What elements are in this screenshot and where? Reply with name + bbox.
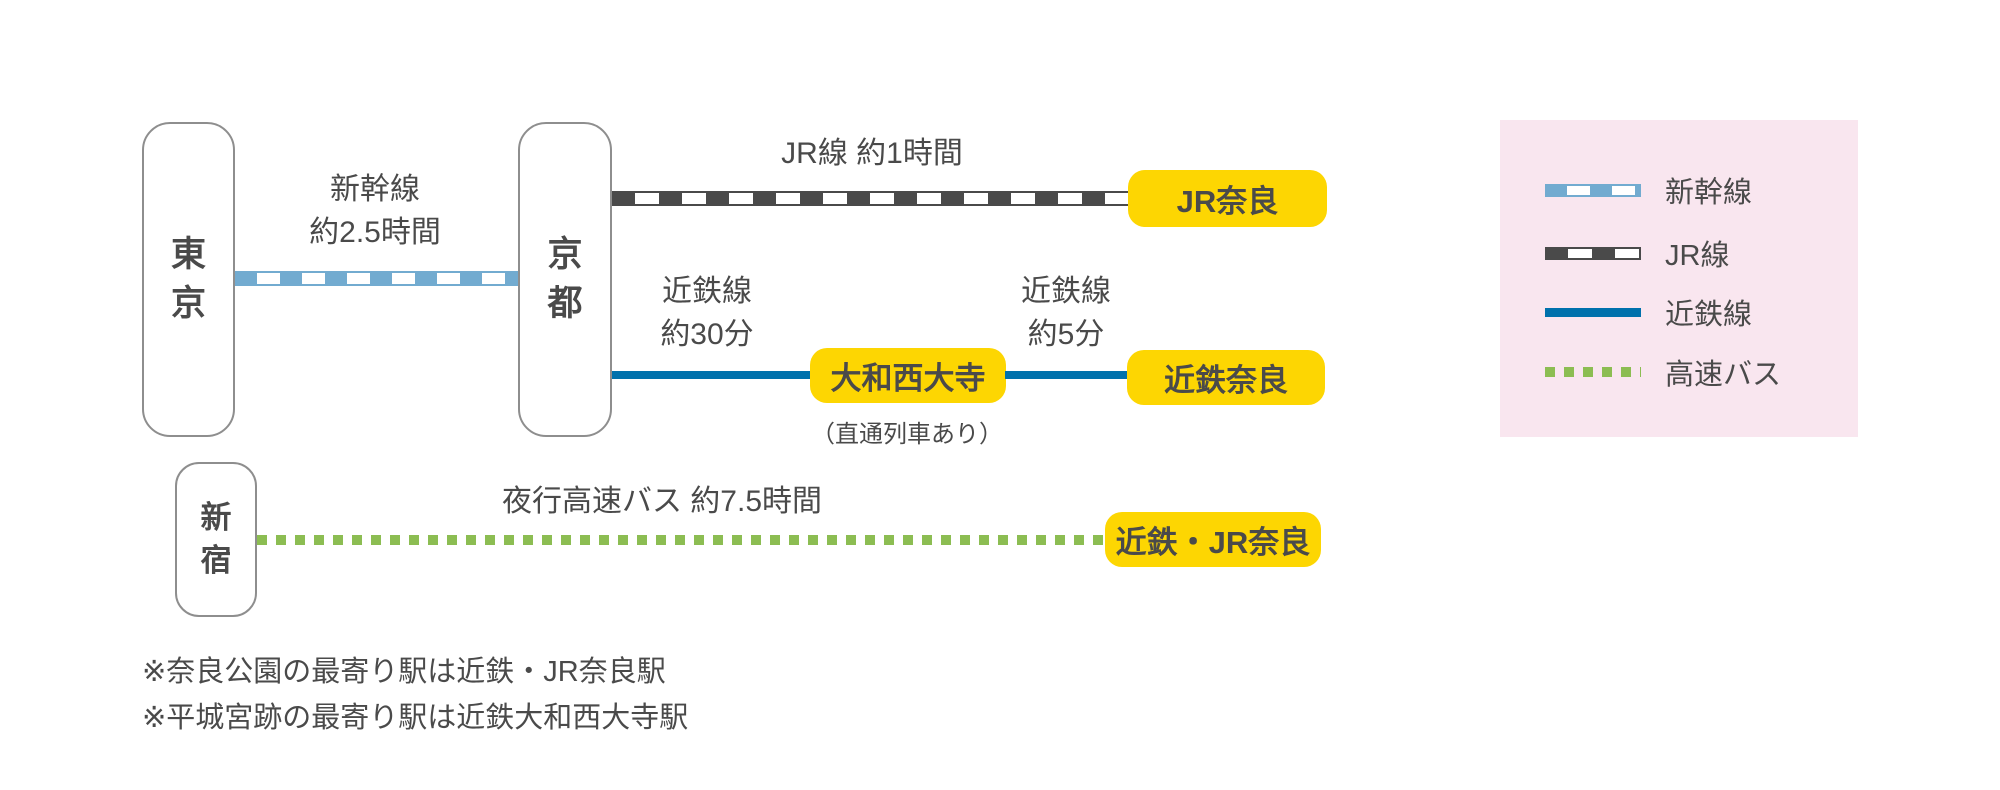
- destination-badge-kintetsu-nara: 近鉄奈良: [1127, 350, 1325, 405]
- destination-badge-yamato-saidaiji: 大和西大寺: [810, 348, 1006, 403]
- legend-label-kintetsu: 近鉄線: [1665, 299, 1753, 331]
- footnote-nara-park: ※奈良公園の最寄り駅は近鉄・JR奈良駅: [142, 656, 666, 688]
- kintetsu2-duration: 約5分: [1027, 318, 1105, 351]
- legend-row-kintetsu: 近鉄線: [1545, 297, 1752, 331]
- station-box-kyoto: 京都: [518, 122, 612, 437]
- footnotes: ※奈良公園の最寄り駅は近鉄・JR奈良駅 ※平城宮跡の最寄り駅は近鉄大和西大寺駅: [142, 649, 688, 741]
- direct-train-note: （直通列車あり）: [811, 421, 1003, 448]
- destination-badge-kintetsu-jr-nara: 近鉄・JR奈良: [1105, 512, 1321, 567]
- legend-sample-highway-bus-line: [1545, 367, 1641, 377]
- station-label-kyoto: 京都: [547, 235, 583, 323]
- destination-badge-jr-nara: JR奈良: [1128, 170, 1327, 227]
- kintetsu1-route-label: 近鉄線 約30分: [607, 270, 807, 356]
- legend-row-jr: JR線: [1545, 238, 1729, 272]
- kintetsu1-duration: 約30分: [660, 318, 754, 351]
- jr-line: [612, 191, 1128, 206]
- shinkansen-line: [235, 271, 518, 286]
- highway-bus-line: [257, 535, 1105, 545]
- kintetsu-line-segment-2: [1005, 371, 1127, 379]
- legend-sample-kintetsu-line: [1545, 307, 1641, 317]
- kintetsu-line-segment-1: [612, 371, 810, 379]
- kintetsu1-name: 近鉄線: [662, 275, 752, 308]
- kintetsu2-route-label: 近鉄線 約5分: [966, 270, 1166, 356]
- kintetsu2-name: 近鉄線: [1021, 275, 1111, 308]
- station-box-tokyo: 東京: [142, 122, 235, 437]
- bus-route-label: 夜行高速バス 約7.5時間: [501, 485, 823, 518]
- shinkansen-name: 新幹線: [330, 173, 420, 206]
- legend-box: 新幹線 JR線 近鉄線 高速バス: [1500, 120, 1858, 437]
- station-label-tokyo: 東京: [170, 235, 206, 323]
- legend-label-shinkansen: 新幹線: [1665, 177, 1753, 209]
- legend-row-shinkansen: 新幹線: [1545, 175, 1752, 209]
- legend-row-bus: 高速バス: [1545, 357, 1781, 391]
- shinkansen-route-label: 新幹線 約2.5時間: [225, 168, 525, 254]
- legend-sample-jr-line: [1545, 246, 1641, 260]
- shinkansen-duration: 約2.5時間: [309, 216, 441, 249]
- legend-label-bus: 高速バス: [1665, 359, 1782, 391]
- footnote-heijo-palace: ※平城宮跡の最寄り駅は近鉄大和西大寺駅: [142, 702, 689, 734]
- legend-sample-shinkansen-line: [1545, 183, 1641, 197]
- legend-label-jr: JR線: [1665, 240, 1730, 272]
- station-box-shinjuku: 新宿: [175, 462, 257, 617]
- jr-route-label: JR線 約1時間: [781, 137, 963, 170]
- station-label-shinjuku: 新宿: [200, 499, 232, 578]
